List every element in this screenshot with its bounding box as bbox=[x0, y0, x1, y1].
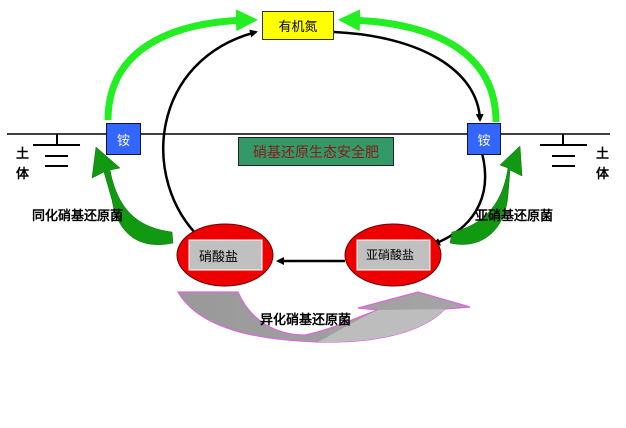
arrow-ammonium-to-nitrite bbox=[432, 152, 487, 246]
green-arrow-assimilatory bbox=[91, 146, 174, 245]
fertilizer-label: 硝基还原生态安全肥 bbox=[253, 144, 379, 161]
ammonium-label-left: 铵 bbox=[116, 133, 130, 149]
nitrite-reducer-label: 亚硝基还原菌 bbox=[475, 209, 554, 224]
soil-label-left-2: 体 bbox=[16, 167, 30, 182]
green-arrow-right-to-organic bbox=[338, 9, 500, 123]
dissimilatory-bacteria-label: 异化硝基还原菌 bbox=[260, 313, 352, 328]
ammonium-box-right: 铵 bbox=[467, 123, 501, 155]
dissimilatory-arrow-highlight bbox=[318, 309, 445, 343]
nitrate-label: 硝酸盐 bbox=[199, 250, 239, 265]
green-arrow-left-to-organic bbox=[104, 9, 258, 121]
green-arrow-nitrite-reducer bbox=[449, 145, 523, 245]
organic-nitrogen-label: 有机氮 bbox=[278, 20, 318, 35]
soil-label-right-1: 土 bbox=[596, 147, 610, 162]
organic-nitrogen-box: 有机氮 bbox=[262, 11, 334, 40]
soil-symbol-right bbox=[540, 134, 587, 167]
fertilizer-box: 硝基还原生态安全肥 bbox=[238, 137, 394, 166]
arrow-organic-to-ammonium bbox=[333, 30, 484, 122]
soil-label-left-1: 土 bbox=[16, 147, 30, 162]
ammonium-label-right: 铵 bbox=[477, 133, 491, 149]
arrow-nitrate-to-organic bbox=[162, 29, 258, 239]
nitrite-label: 亚硝酸盐 bbox=[366, 248, 415, 262]
ammonium-box-left: 铵 bbox=[106, 123, 141, 155]
soil-label-right-2: 体 bbox=[596, 167, 610, 182]
assimilatory-bacteria-label: 同化硝基还原菌 bbox=[32, 209, 124, 224]
nitrate-inner-box bbox=[188, 239, 263, 271]
soil-symbol-left bbox=[33, 134, 80, 167]
nitrite-inner-box bbox=[356, 239, 431, 271]
